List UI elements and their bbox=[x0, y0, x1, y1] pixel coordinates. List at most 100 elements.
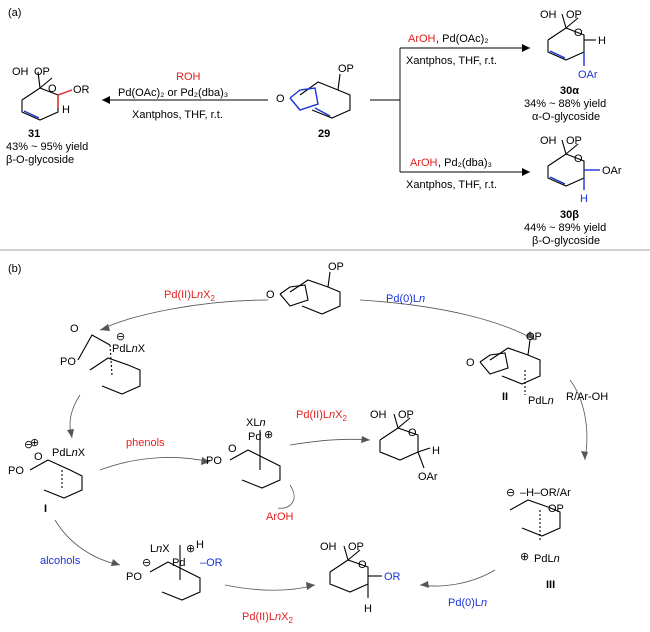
arc-aroh bbox=[277, 484, 295, 509]
minus-alcohol: ⊖ bbox=[142, 557, 151, 569]
phenols-label: phenols bbox=[126, 437, 165, 449]
pd0-top: Pd(0)Ln bbox=[386, 293, 425, 305]
plus-I: ⊕ bbox=[30, 437, 39, 449]
op-30b: OP bbox=[566, 135, 582, 147]
oar-label: OAr bbox=[418, 471, 438, 483]
pd-complex-phenol: PO O XLn Pd ⊕ bbox=[206, 417, 281, 489]
panel-label-b: (b) bbox=[8, 263, 21, 275]
lnx-alcohol: LnX bbox=[150, 543, 170, 555]
minus-I: ⊖ bbox=[24, 439, 33, 451]
ring-o-label: O bbox=[48, 83, 57, 95]
o-II: O bbox=[466, 357, 475, 369]
minus-top-left: ⊖ bbox=[116, 331, 125, 343]
o-30a: O bbox=[574, 27, 583, 39]
pd2-mid: Pd(II)LnX2 bbox=[296, 409, 347, 423]
arc-top-left-head bbox=[100, 324, 110, 331]
po-alcohol: PO bbox=[126, 571, 142, 583]
aroh-label: ArOH bbox=[266, 511, 294, 523]
po-top-left: PO bbox=[60, 356, 76, 368]
oh-or: OH bbox=[320, 541, 337, 553]
o-top: O bbox=[266, 289, 275, 301]
left-reagent-roh: ROH bbox=[176, 71, 201, 83]
arc-top-right bbox=[359, 299, 536, 341]
pd2-top: Pd(II)LnX2 bbox=[164, 289, 215, 303]
pd-alcohol: Pd bbox=[172, 557, 185, 569]
compound-31-yield: 43% ~ 95% yield bbox=[6, 141, 88, 153]
compound-31-number: 31 bbox=[28, 128, 40, 140]
o-30b: O bbox=[574, 153, 583, 165]
o-top-left: O bbox=[70, 323, 79, 335]
compound-29-number: 29 bbox=[318, 128, 330, 140]
label-III: III bbox=[546, 579, 555, 591]
arc-phenols bbox=[99, 457, 211, 471]
arc-to-oar-head bbox=[361, 436, 370, 443]
plus-alcohol: ⊕ bbox=[186, 543, 195, 555]
arc-bottom-right-head bbox=[420, 581, 429, 588]
o-or: O bbox=[358, 559, 367, 571]
h-alcohol: H bbox=[196, 539, 204, 551]
h-label: H bbox=[62, 104, 70, 116]
plus-III: ⊕ bbox=[520, 551, 529, 563]
arc-right bbox=[569, 379, 588, 461]
arc-phenols-head bbox=[201, 457, 210, 465]
panel-label-a: (a) bbox=[8, 7, 21, 19]
or-alcohol: –OR bbox=[200, 557, 223, 569]
hor-III: –H–OR/Ar bbox=[520, 487, 571, 499]
op-III: OP bbox=[548, 503, 564, 515]
product-or: OH OP O OR H bbox=[320, 541, 401, 615]
arc-left-head bbox=[67, 429, 74, 438]
carbonate-o: O bbox=[276, 93, 285, 105]
h-oar: H bbox=[432, 445, 440, 457]
left-reagent-pd: Pd(OAc)₂ or Pd₂(dba)₃ bbox=[118, 87, 228, 99]
roh-arom-label: R/Ar-OH bbox=[566, 391, 608, 403]
intermediate-I: PO O PdLnX ⊕ ⊖ I bbox=[8, 437, 86, 515]
bottom-reagent-pd: , Pd₂(dba)₃ bbox=[438, 157, 492, 169]
top-reagent-pd: , Pd(OAc)₂ bbox=[436, 33, 489, 45]
compound-31: OH OP O OR H 31 43% ~ 95% yield β-O-glyc… bbox=[6, 66, 90, 166]
xln-phenol: XLn bbox=[246, 417, 266, 429]
label-I: I bbox=[44, 503, 47, 515]
oar-30b: OAr bbox=[602, 165, 622, 177]
pdln-II: PdLn bbox=[528, 395, 554, 407]
intermediate-III: ⊖ –H–OR/Ar OP ⊕ PdLn III bbox=[506, 487, 571, 591]
po-I: PO bbox=[8, 465, 24, 477]
h-30b: H bbox=[580, 193, 588, 205]
pd0-bottom: Pd(0)Ln bbox=[448, 597, 487, 609]
o-phenol: O bbox=[228, 443, 237, 455]
oh-30b: OH bbox=[540, 135, 557, 147]
product-oar: OH OP O H OAr bbox=[370, 409, 440, 483]
h-30a: H bbox=[598, 35, 606, 47]
top-conditions: Xantphos, THF, r.t. bbox=[406, 55, 497, 67]
h-or: H bbox=[364, 603, 372, 615]
oh-oar: OH bbox=[370, 409, 387, 421]
op-label: OP bbox=[34, 66, 50, 78]
arc-alcohols-head bbox=[111, 559, 120, 566]
arc-bottom-right bbox=[419, 569, 496, 587]
compound-30b-number: 30β bbox=[560, 209, 579, 221]
o-I: O bbox=[34, 451, 43, 463]
bottom-reagent-aroh: ArOH bbox=[410, 157, 438, 169]
compound-30a-number: 30α bbox=[560, 85, 579, 97]
compound-30b: OH OP O OAr H 30β 44% ~ 89% yield β-O-gl… bbox=[524, 135, 622, 247]
pd-complex-top-left: PO O PdLnX ⊖ bbox=[60, 323, 146, 395]
pdlnx-top-left: PdLnX bbox=[112, 343, 146, 355]
oh-label: OH bbox=[12, 66, 29, 78]
oar-30a: OAr bbox=[578, 69, 598, 81]
compound-30a: OH OP O H OAr 30α 34% ~ 88% yield α-O-gl… bbox=[524, 9, 606, 123]
po-phenol: PO bbox=[206, 455, 222, 467]
alcohols-label: alcohols bbox=[40, 555, 81, 567]
bottom-conditions: Xantphos, THF, r.t. bbox=[406, 179, 497, 191]
op-oar: OP bbox=[398, 409, 414, 421]
minus-III: ⊖ bbox=[506, 487, 515, 499]
top-reagent-aroh: ArOH bbox=[408, 33, 436, 45]
op-top: OP bbox=[328, 261, 344, 273]
pd2-bottom: Pd(II)LnX2 bbox=[242, 611, 293, 625]
pd-complex-alcohol: PO ⊖ LnX Pd H –OR ⊕ bbox=[126, 539, 223, 601]
compound-30b-type: β-O-glycoside bbox=[532, 235, 600, 247]
arc-top-left bbox=[99, 299, 269, 331]
arc-top-right-head bbox=[526, 331, 535, 340]
left-conditions: Xantphos, THF, r.t. bbox=[132, 109, 223, 121]
plus-phenol: ⊕ bbox=[264, 429, 273, 441]
compound-29: O OP 29 bbox=[276, 63, 354, 140]
